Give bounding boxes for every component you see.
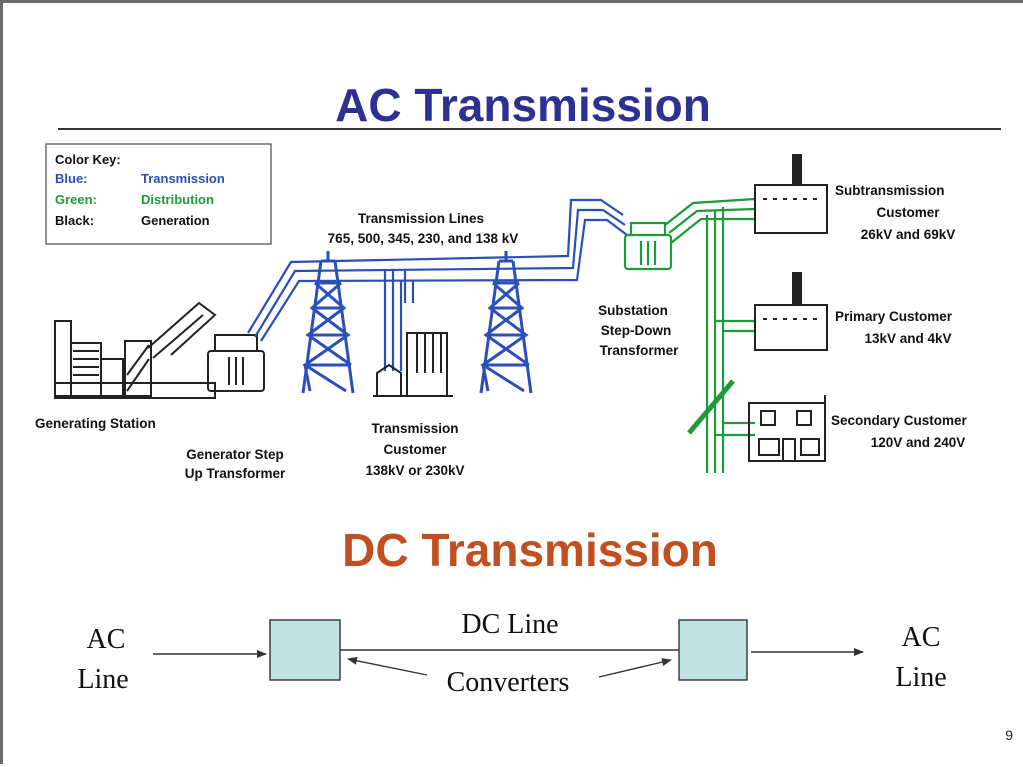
primary-customer-label-1: Primary Customer bbox=[835, 309, 953, 324]
ac-line-left-label-2: Line bbox=[77, 664, 128, 695]
color-key: Color Key: Blue: Transmission Green: Dis… bbox=[45, 143, 272, 245]
ac-title: AC Transmission bbox=[335, 79, 711, 131]
converter-arrow-right bbox=[598, 658, 672, 678]
dc-line-label: DC Line bbox=[461, 609, 558, 640]
page-number: 9 bbox=[1005, 727, 1013, 743]
substation-label-1: Substation bbox=[598, 303, 668, 318]
distribution-lines bbox=[664, 197, 756, 473]
transmission-customer-label-1: Transmission bbox=[371, 421, 458, 436]
key-green-meaning: Distribution bbox=[141, 192, 214, 207]
subtransmission-label-1: Subtransmission bbox=[835, 183, 945, 198]
key-green-name: Green: bbox=[55, 192, 97, 207]
ac-line-right-label-1: AC bbox=[902, 622, 941, 653]
diagram-canvas: AC Transmission Color Key: Blue: Transmi… bbox=[35, 79, 1013, 743]
ac-line-right-label-2: Line bbox=[895, 662, 946, 693]
subtransmission-customer-icon bbox=[754, 154, 828, 234]
subtransmission-label-2: Customer bbox=[876, 205, 940, 220]
converter-arrow-left bbox=[347, 656, 428, 676]
transmission-lines bbox=[247, 198, 628, 342]
dc-title: DC Transmission bbox=[342, 524, 718, 576]
generator-transformer-icon bbox=[207, 334, 265, 392]
transmission-customer-label-2: Customer bbox=[383, 442, 447, 457]
transmission-customer-icon bbox=[373, 332, 453, 397]
generating-station-label: Generating Station bbox=[35, 416, 156, 431]
converters-label: Converters bbox=[447, 667, 570, 698]
primary-customer-icon bbox=[754, 272, 828, 351]
transmission-tower-icon bbox=[301, 251, 355, 394]
converter-right bbox=[678, 619, 748, 681]
key-blue-name: Blue: bbox=[55, 171, 88, 186]
transmission-lines-label-1: Transmission Lines bbox=[358, 211, 484, 226]
secondary-customer-label-2: 120V and 240V bbox=[871, 435, 966, 450]
transmission-customer-label-3: 138kV or 230kV bbox=[365, 463, 464, 478]
substation-label-3: Transformer bbox=[600, 343, 680, 358]
transmission-tower-icon bbox=[479, 251, 533, 394]
key-black-name: Black: bbox=[55, 213, 94, 228]
generator-transformer-label-1: Generator Step bbox=[186, 447, 284, 462]
secondary-customer-icon bbox=[748, 395, 826, 462]
ac-line-left-label-1: AC bbox=[87, 624, 126, 655]
transmission-lines-label-2: 765, 500, 345, 230, and 138 kV bbox=[328, 231, 519, 246]
key-blue-meaning: Transmission bbox=[141, 171, 225, 186]
generator-transformer-label-2: Up Transformer bbox=[185, 466, 286, 481]
primary-customer-label-2: 13kV and 4kV bbox=[864, 331, 951, 346]
subtransmission-label-3: 26kV and 69kV bbox=[861, 227, 956, 242]
customer-drop-lines bbox=[383, 271, 415, 371]
secondary-customer-label-1: Secondary Customer bbox=[831, 413, 968, 428]
substation-label-2: Step-Down bbox=[601, 323, 672, 338]
key-black-meaning: Generation bbox=[141, 213, 210, 228]
generating-station-icon bbox=[54, 301, 217, 399]
color-key-heading: Color Key: bbox=[55, 152, 121, 167]
converter-left bbox=[269, 619, 341, 681]
substation-transformer-icon bbox=[623, 221, 673, 271]
